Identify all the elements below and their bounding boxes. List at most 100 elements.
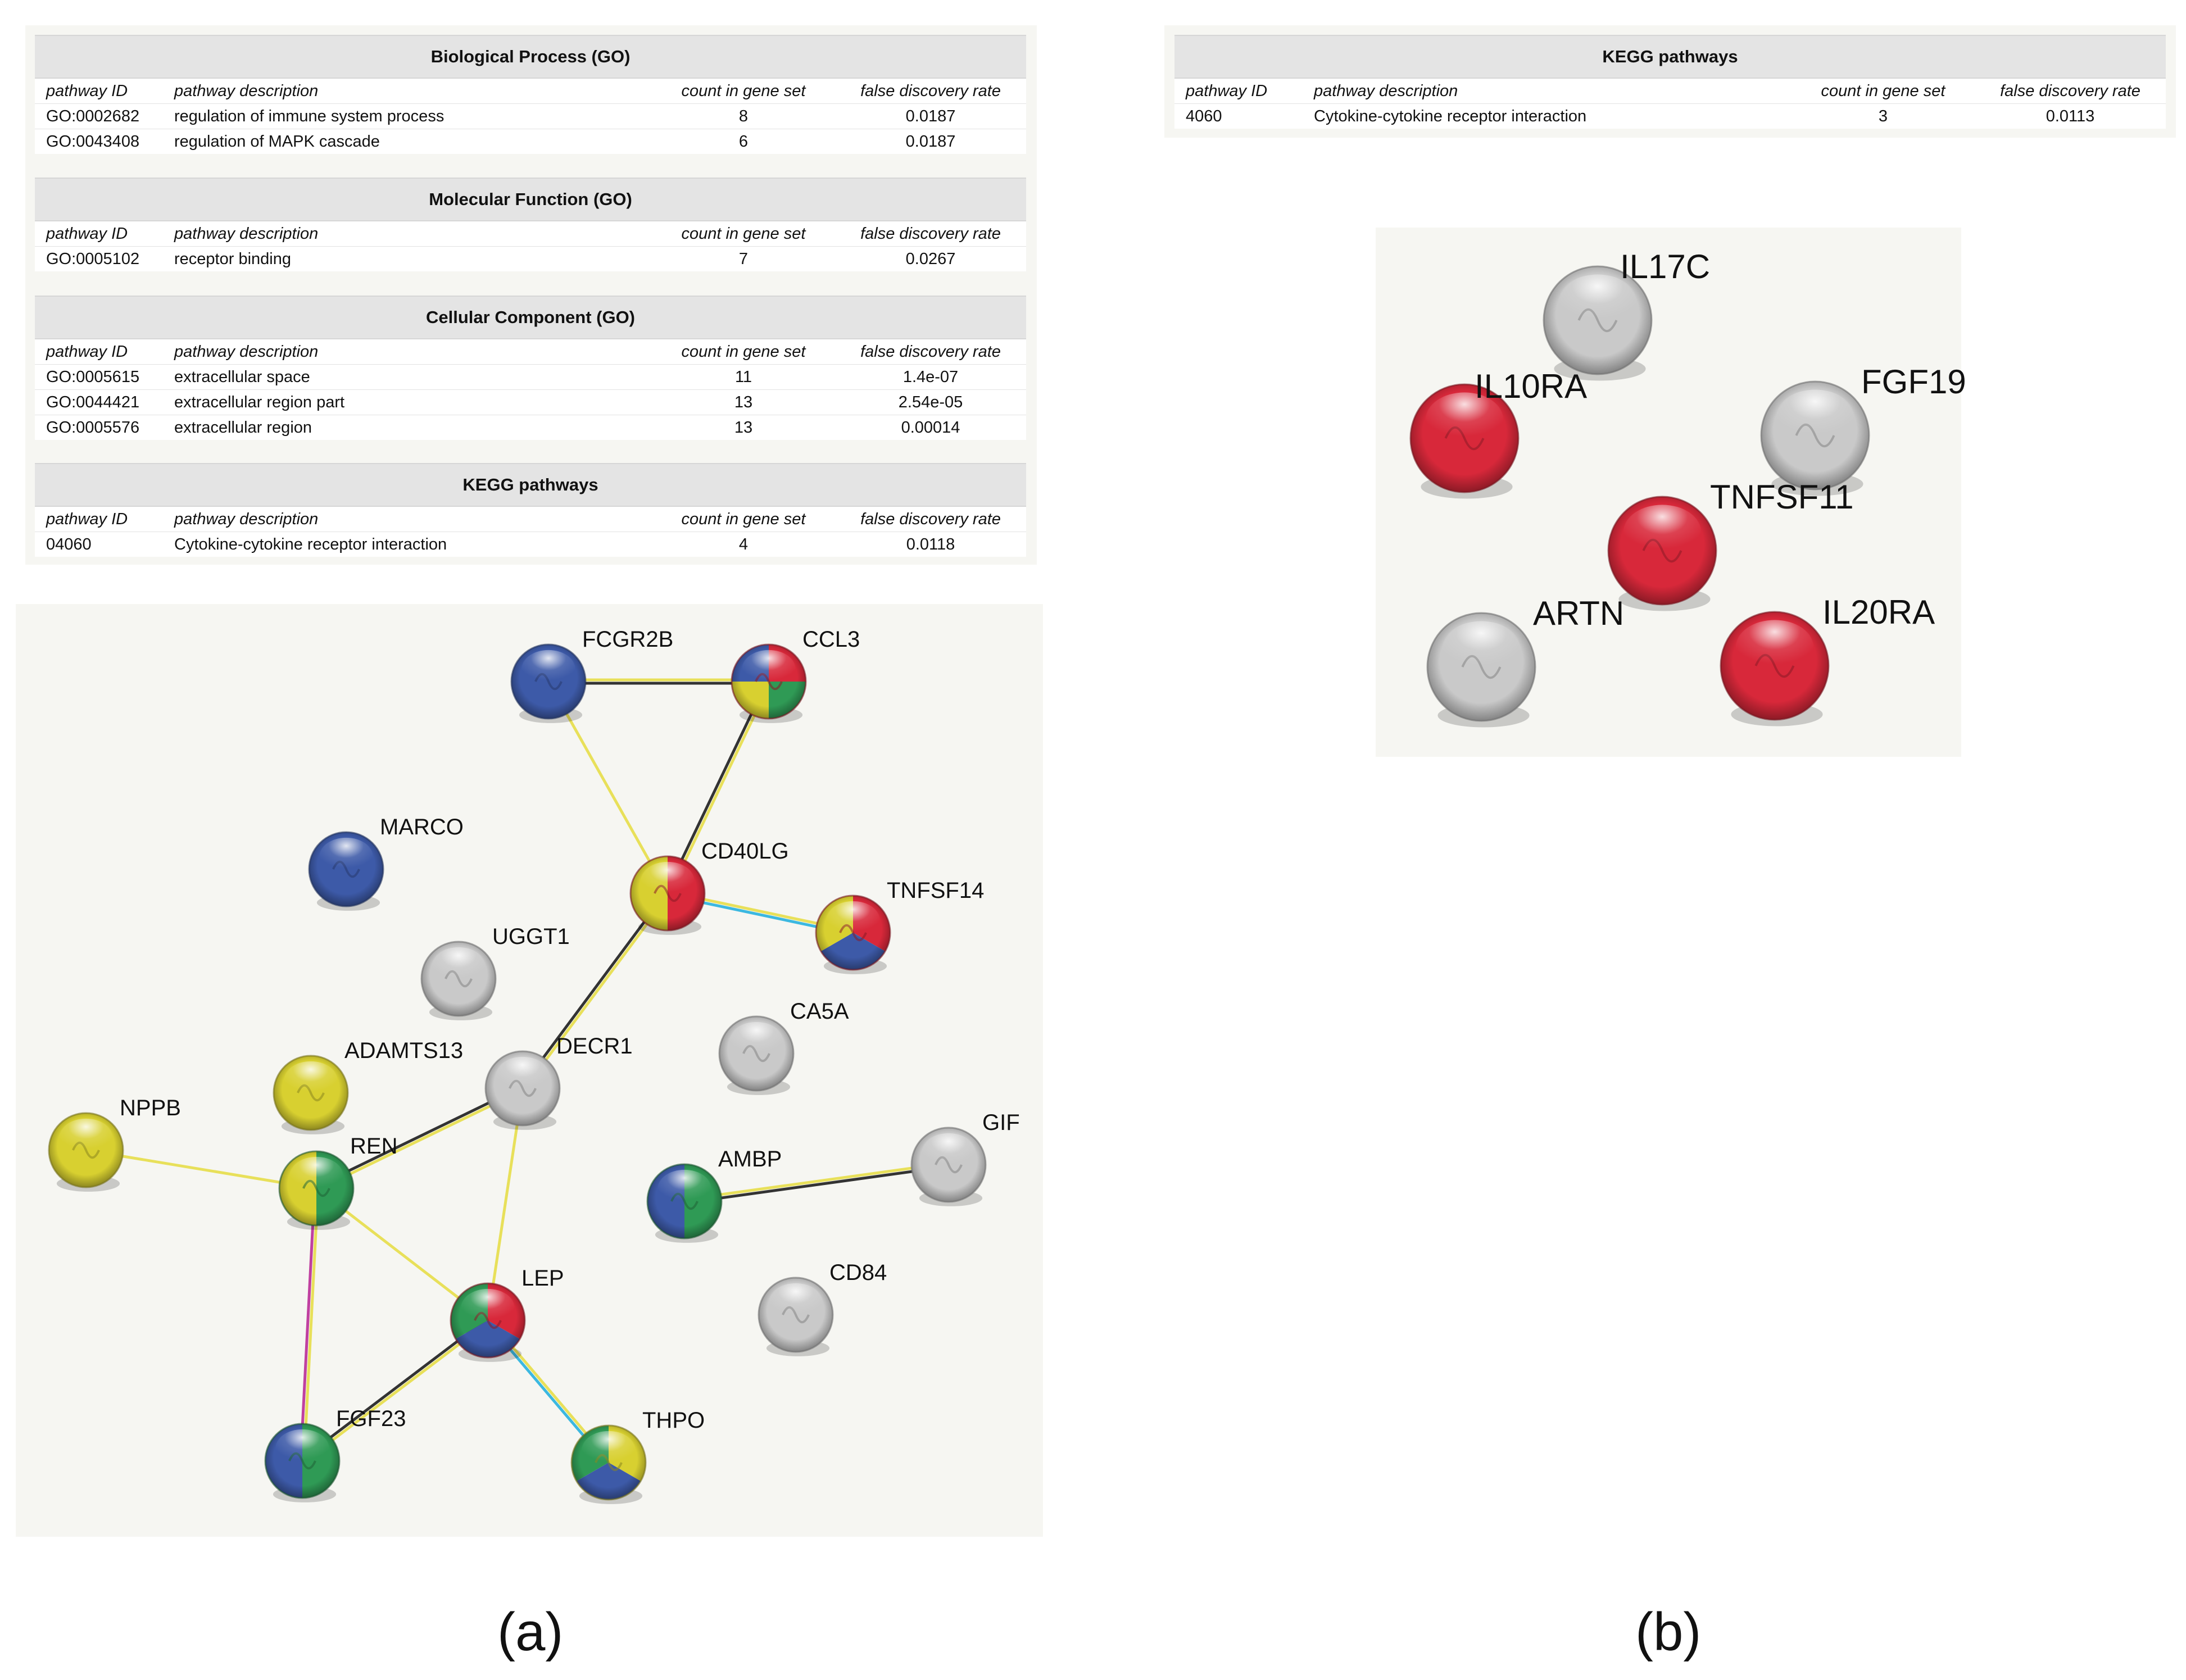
node-gif[interactable]: GIF — [910, 1110, 1020, 1206]
table-cell: receptor binding — [163, 246, 652, 271]
table-cell: GO:0044421 — [35, 389, 163, 415]
node-il20ra[interactable]: IL20RA — [1720, 593, 1935, 727]
node-decr1[interactable]: DECR1 — [484, 1034, 633, 1130]
column-header: pathway ID — [35, 78, 163, 104]
table-cell: 0.0267 — [835, 246, 1027, 271]
column-header: pathway ID — [35, 339, 163, 365]
caption-b: (b) — [1635, 1602, 1702, 1662]
column-header: pathway ID — [1174, 78, 1303, 104]
node-marco[interactable]: MARCO — [308, 815, 464, 911]
table-cell: 4 — [652, 532, 835, 557]
column-header: pathway description — [163, 506, 652, 532]
table-cell: GO:0005615 — [35, 364, 163, 390]
node-artn[interactable]: ARTN — [1426, 594, 1624, 728]
table-cell: 3 — [1792, 103, 1975, 129]
node-label: CCL3 — [802, 627, 860, 652]
node-label: FGF23 — [336, 1406, 406, 1431]
node-label: LEP — [521, 1266, 564, 1291]
table-cell: 8 — [652, 103, 835, 129]
node-label: ARTN — [1533, 594, 1624, 632]
column-header: count in gene set — [652, 78, 835, 104]
table-cell: 1.4e-07 — [835, 364, 1026, 390]
table-cell: 13 — [652, 415, 835, 440]
edge-FCGR2B-CD40LG-text_mining — [547, 680, 669, 895]
node-fcgr2b[interactable]: FCGR2B — [510, 627, 673, 723]
node-label: IL20RA — [1822, 593, 1935, 631]
node-fgf19[interactable]: FGF19 — [1760, 363, 1966, 496]
edge-NPPB-REN-text_mining — [85, 1148, 317, 1190]
node-label: IL17C — [1620, 248, 1710, 285]
table-cell: 7 — [652, 246, 835, 271]
column-header: pathway description — [163, 339, 652, 365]
table-cell: regulation of immune system process — [163, 103, 652, 129]
edge-CCL3-CD40LG-coexpression — [665, 680, 769, 893]
column-header: false discovery rate — [835, 506, 1026, 532]
node-label: THPO — [642, 1408, 705, 1433]
column-header: false discovery rate — [1975, 78, 2166, 104]
node-label: GIF — [982, 1110, 1020, 1135]
edge-REN-FGF23-text_mining — [302, 1188, 320, 1461]
node-thpo[interactable]: THPO — [570, 1408, 705, 1504]
table-title: Cellular Component (GO) — [35, 296, 1026, 339]
edge-LEP-FGF23-text_mining — [302, 1320, 490, 1464]
table-cell: GO:0002682 — [35, 103, 163, 129]
caption-a: (a) — [497, 1602, 564, 1662]
column-header: count in gene set — [652, 221, 835, 247]
node-lep[interactable]: LEP — [450, 1266, 564, 1362]
node-nppb[interactable]: NPPB — [48, 1096, 181, 1192]
column-header: count in gene set — [652, 506, 835, 532]
table-title: KEGG pathways — [1174, 35, 2166, 79]
node-ccl3[interactable]: CCL3 — [731, 627, 860, 723]
table-cell: 0.0113 — [1975, 103, 2166, 129]
node-cd84[interactable]: CD84 — [758, 1260, 887, 1356]
table-cell: GO:0043408 — [35, 129, 163, 154]
table-cell: 6 — [652, 129, 835, 154]
table-cell: 0.00014 — [835, 415, 1026, 440]
column-header: pathway ID — [35, 221, 163, 247]
edge-AMBP-GIF-coexpression — [684, 1165, 949, 1205]
node-il17c[interactable]: IL17C — [1543, 248, 1710, 381]
table-cell: extracellular space — [163, 364, 652, 390]
edge-DECR1-LEP-text_mining — [486, 1088, 524, 1321]
node-ambp[interactable]: AMBP — [646, 1147, 782, 1243]
table-cell: 11 — [652, 364, 835, 390]
node-uggt1[interactable]: UGGT1 — [420, 924, 570, 1020]
table-cell: extracellular region part — [163, 389, 652, 415]
network-a-edges — [85, 678, 949, 1465]
node-label: NPPB — [120, 1096, 181, 1120]
node-il10ra[interactable]: IL10RA — [1409, 367, 1587, 499]
node-ca5a[interactable]: CA5A — [718, 999, 849, 1095]
edge-AMBP-GIF-text_mining — [684, 1161, 949, 1201]
node-label: CA5A — [790, 999, 849, 1024]
node-label: UGGT1 — [492, 924, 570, 949]
node-ren[interactable]: REN — [278, 1134, 397, 1230]
table-title: Molecular Function (GO) — [35, 178, 1027, 221]
node-label: CD84 — [829, 1260, 887, 1285]
column-header: pathway ID — [35, 506, 163, 532]
node-fgf23[interactable]: FGF23 — [264, 1406, 406, 1502]
node-adamts13[interactable]: ADAMTS13 — [273, 1038, 463, 1134]
edge-CD40LG-DECR1-text_mining — [523, 893, 670, 1091]
node-tnfsf14[interactable]: TNFSF14 — [815, 878, 984, 974]
node-tnfsf11[interactable]: TNFSF11 — [1607, 478, 1854, 611]
node-label: TNFSF14 — [887, 878, 984, 903]
node-cd40lg[interactable]: CD40LG — [629, 839, 789, 935]
table-title: Biological Process (GO) — [35, 35, 1026, 79]
table-cell: 2.54e-05 — [835, 389, 1026, 415]
node-label: AMBP — [718, 1147, 782, 1172]
node-label: DECR1 — [556, 1034, 633, 1059]
